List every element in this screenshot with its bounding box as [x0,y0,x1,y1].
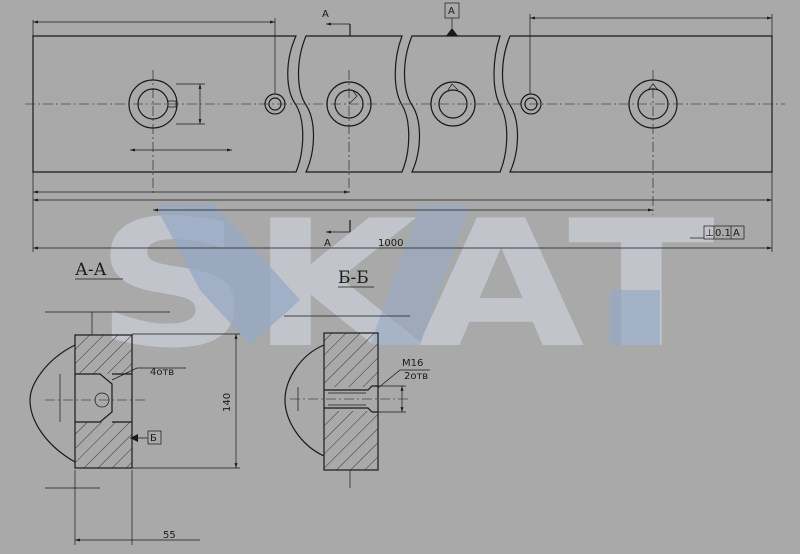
section-bb-thread: M16 [402,358,423,369]
large-hole-1 [128,70,178,195]
dimension-lines [32,14,773,252]
section-cut-bottom: А [324,220,351,249]
section-aa-height-dimension: 140 [222,393,233,412]
section-bb-arc [284,344,325,457]
watermark-blue-stroke-s [155,205,300,345]
section-letter-bottom: А [324,238,331,249]
plate-segment-2 [297,35,410,173]
section-aa-view: А-А 140 4отв Б 55 [29,260,240,545]
section-aa-arc [29,344,76,463]
datum-label: А [448,6,455,17]
small-hole-2 [520,93,542,115]
overall-length-dimension: 1000 [378,238,403,249]
main-plate-view: А А А 1000 ⊥ 0.1 A [25,2,785,252]
watermark-blue-stroke-t [610,290,660,345]
section-aa-hole-note: 4отв [150,367,174,378]
section-bb-body [323,332,379,471]
tolerance-value: 0.1 [715,228,731,239]
tolerance-frame: ⊥ 0.1 A [690,225,745,240]
section-cut-top: А [322,9,351,36]
section-bb-hole-note: 2отв [404,371,428,382]
tolerance-datum: A [733,228,740,239]
plate-segment-4 [501,35,773,173]
section-letter-top: А [322,9,329,20]
large-hole-2 [326,70,372,195]
tolerance-symbol: ⊥ [705,228,714,239]
watermark-blue-stroke-k [370,205,470,345]
section-aa-body [74,334,133,469]
section-aa-title: А-А [75,260,107,280]
datum-marker: А [444,2,460,36]
section-bb-title: Б-Б [338,268,369,288]
large-hole-4 [628,70,678,215]
large-hole-3 [430,81,476,127]
plate-segment-3 [403,35,508,173]
section-bb-view: Б-Б M16 2отв [284,268,430,488]
watermark-logo: SKAT [95,184,715,387]
plate-segment-1 [32,35,304,173]
section-aa-datum-ref: Б [150,433,157,444]
section-aa-width-dimension: 55 [163,530,176,541]
